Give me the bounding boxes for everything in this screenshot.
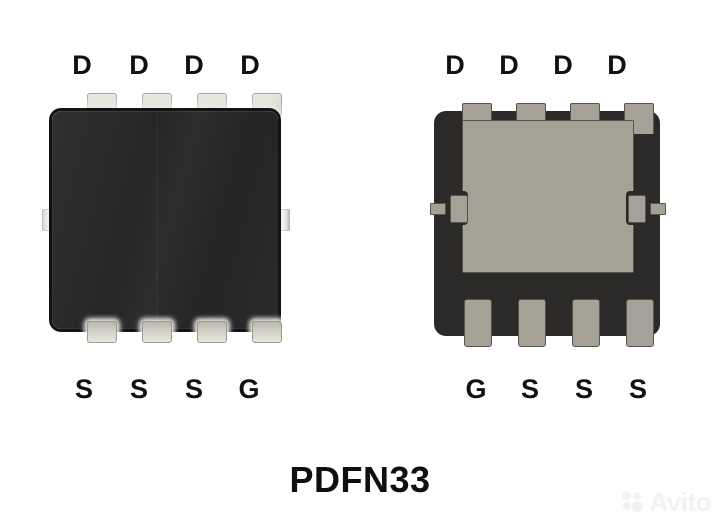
pin-label-top-2: D bbox=[129, 50, 149, 80]
pin-label-bottom-3: S bbox=[184, 374, 203, 404]
package-bottom-view bbox=[424, 93, 670, 359]
pin-label-bottom-8: S bbox=[628, 374, 647, 404]
pin-label-top-4: D bbox=[240, 50, 260, 80]
lead-bottom-4 bbox=[252, 321, 282, 343]
figure-caption: PDFN33 bbox=[289, 459, 431, 500]
lead-bottom-3 bbox=[197, 321, 227, 343]
pin-label-top-6: D bbox=[499, 50, 519, 80]
avito-logo-icon bbox=[622, 491, 644, 513]
pad-bottom-4 bbox=[626, 299, 654, 347]
pin-label-top-3: D bbox=[184, 50, 204, 80]
pad-bottom-1 bbox=[464, 299, 492, 347]
pin-label-bottom-5: G bbox=[465, 374, 487, 404]
lead-bottom-1 bbox=[87, 321, 117, 343]
avito-watermark-text: Avito bbox=[649, 487, 711, 517]
pin-label-top-7: D bbox=[553, 50, 573, 80]
exposed-drain-pad bbox=[462, 120, 634, 273]
pad-bottom-2 bbox=[518, 299, 546, 347]
pin-label-bottom-4: G bbox=[238, 374, 260, 404]
pin-label-top-5: D bbox=[445, 50, 465, 80]
pin-label-top-1: D bbox=[72, 50, 92, 80]
pin-label-bottom-1: S bbox=[74, 374, 93, 404]
lead-bottom-2 bbox=[142, 321, 172, 343]
pad-ear-left bbox=[450, 195, 468, 223]
pad-finger-4 bbox=[624, 103, 654, 134]
pin-label-bottom-2: S bbox=[129, 374, 148, 404]
pin-label-bottom-6: S bbox=[520, 374, 539, 404]
pad-stub-left bbox=[430, 203, 446, 215]
package-body-top bbox=[52, 111, 278, 329]
pad-bottom-3 bbox=[572, 299, 600, 347]
avito-watermark: Avito bbox=[622, 489, 711, 515]
pin-label-top-8: D bbox=[607, 50, 627, 80]
package-top-view bbox=[33, 93, 297, 343]
pad-ear-right bbox=[628, 195, 646, 223]
pin-label-bottom-7: S bbox=[574, 374, 593, 404]
pad-stub-right bbox=[650, 203, 666, 215]
